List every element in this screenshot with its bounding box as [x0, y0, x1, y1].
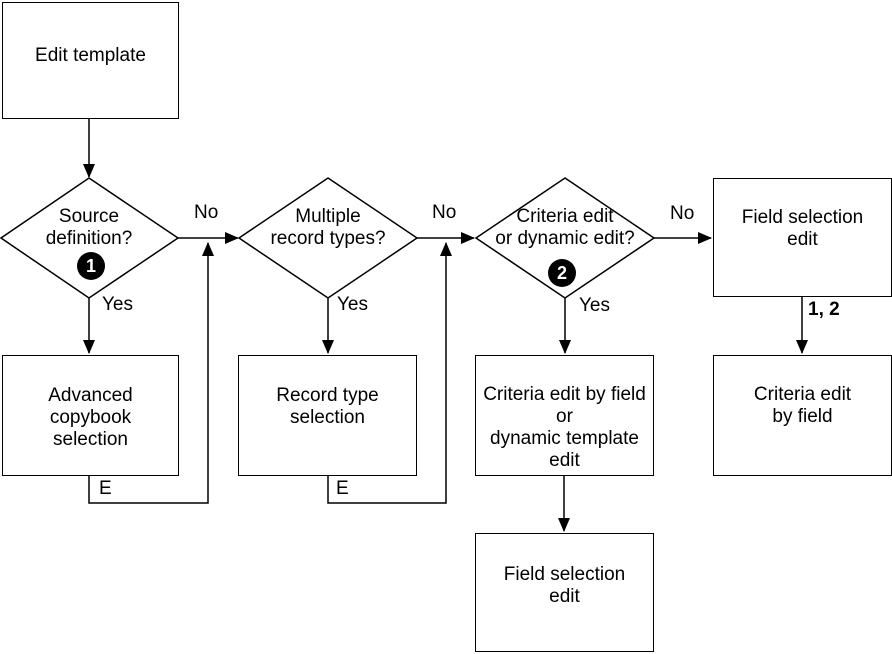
node-advanced-copybook-selection: Advanced copybook selection	[2, 355, 179, 476]
footnote-badge-2: 2	[548, 259, 576, 287]
node-criteria-edit-by-field-or-dynamic-template-edit: Criteria edit by field or dynamic templa…	[475, 355, 654, 476]
node-label-line: edit	[787, 229, 818, 250]
footnote-badge-1: 1	[77, 252, 105, 280]
diamond-label-line: definition?	[45, 228, 133, 249]
footnote-badge-number: 2	[556, 262, 567, 283]
node-record-type-selection: Record type selection	[238, 355, 417, 476]
node-label-line: Field selection	[503, 563, 626, 585]
feedback-record-type-exit	[327, 242, 452, 504]
node-label-line: copybook	[49, 407, 132, 428]
edge-label-yes-3: Yes	[579, 295, 610, 316]
feedback-advanced-copybook-exit	[88, 242, 214, 504]
edge-label-one-two: 1, 2	[808, 299, 840, 320]
node-label-line: Record type	[276, 385, 379, 406]
edge-label-yes-2: Yes	[337, 294, 368, 315]
edge-label-exit-1: E	[99, 478, 112, 499]
node-label-line: Advanced	[48, 385, 133, 406]
edge-label-no-2: No	[432, 202, 457, 223]
node-label-line: selection	[290, 407, 365, 428]
diamond-label-line: Criteria edit	[516, 206, 614, 227]
diamond-label-line: Multiple	[295, 206, 361, 227]
edge-label-yes-1: Yes	[102, 294, 133, 315]
node-label-line: edit	[549, 449, 580, 471]
node-criteria-edit-by-field: Criteria edit by field	[713, 355, 892, 476]
node-label-line: selection	[53, 429, 128, 450]
diamond-label-line: record types?	[270, 228, 386, 249]
footnote-badge-number: 1	[85, 255, 96, 276]
node-label-line: Field selection	[741, 207, 864, 228]
node-label-line: Criteria edit by field	[483, 383, 646, 405]
edge-label-no-3: No	[670, 203, 695, 224]
node-field-selection-edit-bottom: Field selection edit	[475, 533, 654, 652]
diamond-label-source-definition: Source definition?	[9, 206, 169, 250]
node-label-line: dynamic template	[490, 427, 639, 449]
edge-label-no-1: No	[194, 202, 219, 223]
diamond-label-line: or dynamic edit?	[495, 228, 635, 249]
node-label-line: Criteria edit	[753, 383, 852, 405]
node-label-line: by field	[772, 405, 833, 427]
node-edit-template: Edit template	[2, 2, 179, 119]
node-field-selection-edit-top: Field selection edit	[713, 178, 892, 297]
node-label-line: or	[556, 405, 573, 427]
edge-label-exit-2: E	[336, 478, 349, 499]
diamond-label-multiple-record-types: Multiple record types?	[248, 206, 408, 250]
diamond-label-criteria-or-dynamic-edit: Criteria edit or dynamic edit?	[485, 206, 645, 250]
node-label-line: Edit template	[35, 44, 146, 66]
diamond-label-line: Source	[58, 206, 120, 227]
node-label-line: edit	[549, 585, 580, 607]
